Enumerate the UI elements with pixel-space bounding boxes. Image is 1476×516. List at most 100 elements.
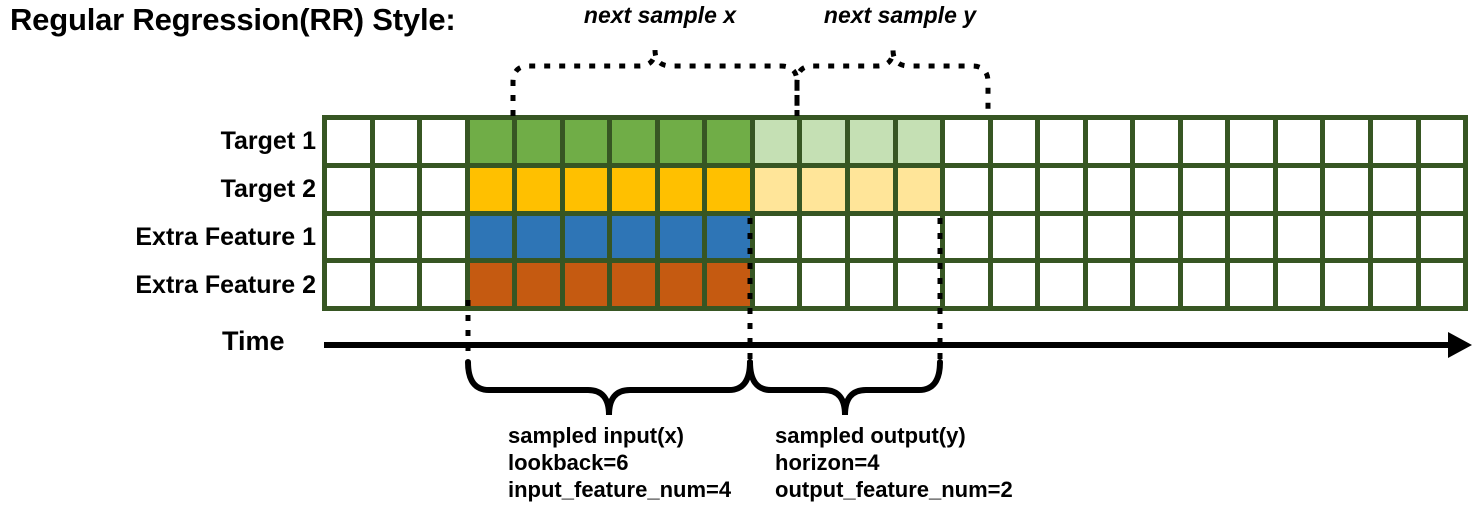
grid-cell — [422, 120, 465, 163]
grid-cell — [754, 120, 798, 163]
grid-row-target-2 — [327, 167, 1464, 211]
grid-cell — [374, 167, 418, 211]
grid-cell — [612, 167, 655, 211]
caption-sampled-input-line3: input_feature_num=4 — [508, 477, 732, 502]
grid-cell — [659, 120, 703, 163]
grid-cell — [1277, 263, 1321, 306]
caption-sampled-output-line3: output_feature_num=2 — [775, 477, 1013, 502]
grid-cell — [945, 215, 988, 259]
grid-cell — [945, 263, 988, 306]
grid-cell — [1325, 263, 1369, 306]
grid-cell — [707, 215, 750, 259]
grid-cell — [945, 167, 988, 211]
grid-cell — [659, 215, 703, 259]
brace-caption-next-sample-x: next sample x — [583, 2, 737, 28]
grid-cell — [1420, 263, 1464, 306]
grid-cell — [1373, 167, 1416, 211]
grid-cell — [612, 120, 655, 163]
grid-cell — [374, 263, 418, 306]
solid-brace-sampled-output — [747, 359, 943, 416]
caption-sampled-output: sampled output(y) horizon=4 output_featu… — [775, 422, 1013, 503]
caption-sampled-input: sampled input(x) lookback=6 input_featur… — [508, 422, 731, 503]
brace-caption-next-sample-y: next sample y — [823, 2, 977, 28]
grid-cell — [517, 120, 560, 163]
grid-cell — [1040, 215, 1083, 259]
grid-cell — [612, 263, 655, 306]
grid-cell — [1135, 215, 1178, 259]
grid-cell — [1135, 120, 1178, 163]
grid-cell — [469, 215, 513, 259]
grid-cell — [754, 167, 798, 211]
time-axis-arrowhead — [1448, 332, 1472, 358]
grid-cell — [1230, 167, 1273, 211]
grid-cell — [992, 263, 1036, 306]
grid-cell — [1230, 120, 1273, 163]
grid-cell — [374, 120, 418, 163]
grid-cell — [802, 167, 846, 211]
row-label-extra-feature-1: Extra Feature 1 — [135, 223, 316, 251]
grid-cell — [1087, 215, 1131, 259]
grid-cell — [850, 167, 893, 211]
grid-cell — [517, 263, 560, 306]
grid-cell — [897, 120, 941, 163]
caption-sampled-output-line1: sampled output(y) — [775, 423, 966, 448]
grid-cell — [659, 263, 703, 306]
grid-cell — [1182, 120, 1226, 163]
grid-cell — [1325, 215, 1369, 259]
grid-cell — [1135, 167, 1178, 211]
grid-cell — [327, 263, 370, 306]
solid-brace-sampled-input — [465, 359, 753, 416]
grid-cell — [992, 215, 1036, 259]
grid-cell — [1040, 120, 1083, 163]
grid-cell — [707, 263, 750, 306]
row-label-target-2: Target 2 — [220, 175, 316, 203]
grid-cell — [1420, 215, 1464, 259]
grid-cell — [1230, 263, 1273, 306]
grid-cell — [564, 215, 608, 259]
grid-cell — [517, 215, 560, 259]
grid-cell — [1230, 215, 1273, 259]
grid-cell — [564, 167, 608, 211]
grid-cell — [707, 120, 750, 163]
grid-cell — [1277, 167, 1321, 211]
grid-cell — [1277, 120, 1321, 163]
grid-cell — [850, 215, 893, 259]
grid-cell — [1325, 120, 1369, 163]
grid-cell — [850, 120, 893, 163]
grid-cell — [1182, 263, 1226, 306]
grid-cell — [850, 263, 893, 306]
grid-row-target-1 — [327, 120, 1464, 163]
grid-cell — [564, 263, 608, 306]
grid-cell — [897, 167, 941, 211]
grid-cell — [992, 167, 1036, 211]
row-label-target-1: Target 1 — [220, 127, 316, 155]
grid-cell — [1087, 120, 1131, 163]
grid-cell — [422, 167, 465, 211]
grid-row-extra-feature-1 — [327, 215, 1464, 259]
grid-cell — [659, 167, 703, 211]
grid-cell — [564, 120, 608, 163]
grid-cell — [612, 215, 655, 259]
grid-cell — [754, 215, 798, 259]
timeseries-grid — [322, 115, 1468, 311]
grid-cell — [469, 263, 513, 306]
grid-cell — [1135, 263, 1178, 306]
grid-cell — [1373, 120, 1416, 163]
dotted-brace-next-sample-y — [794, 49, 991, 116]
grid-cell — [1040, 263, 1083, 306]
caption-sampled-output-line2: horizon=4 — [775, 450, 880, 475]
grid-cell — [802, 215, 846, 259]
grid-cell — [469, 167, 513, 211]
grid-cell — [1182, 215, 1226, 259]
grid-cell — [992, 120, 1036, 163]
grid-cell — [422, 215, 465, 259]
grid-cell — [1087, 263, 1131, 306]
grid-cell — [1373, 263, 1416, 306]
grid-cell — [802, 263, 846, 306]
grid-cell — [327, 215, 370, 259]
grid-cell — [754, 263, 798, 306]
grid-cell — [707, 167, 750, 211]
grid-cell — [327, 120, 370, 163]
grid-cell — [327, 167, 370, 211]
grid-cell — [517, 167, 560, 211]
